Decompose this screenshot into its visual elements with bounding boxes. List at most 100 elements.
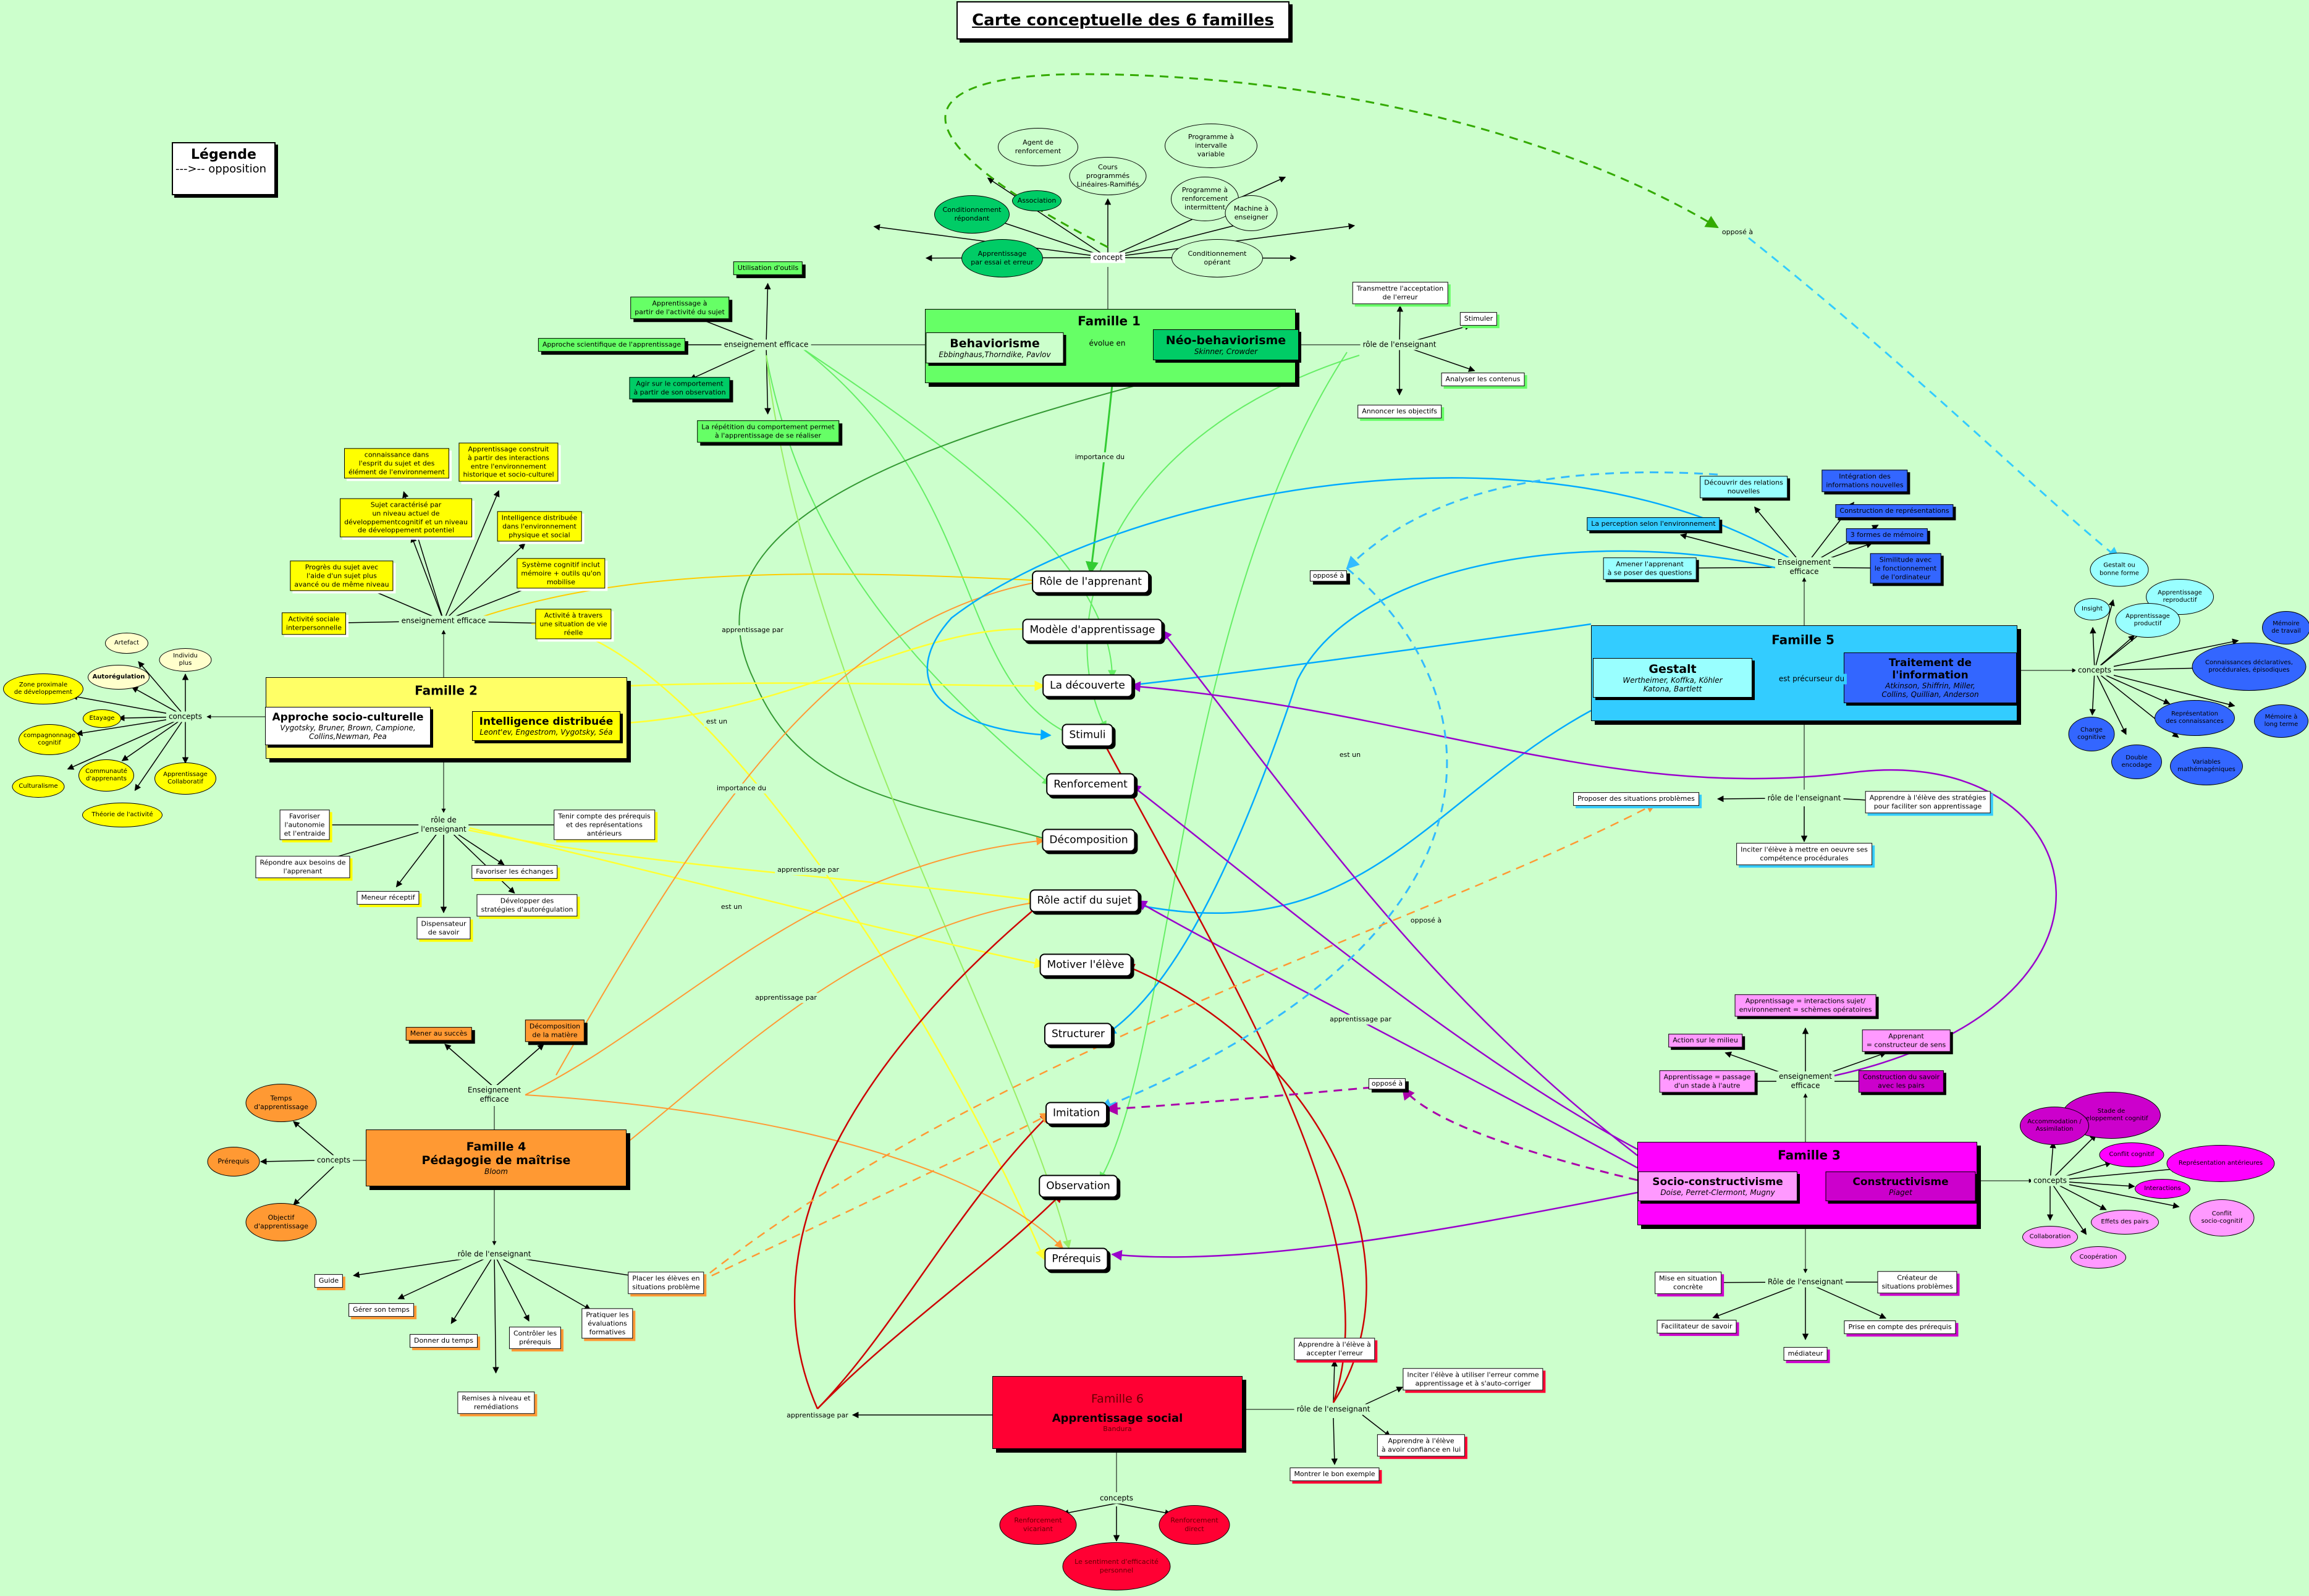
approche-socio-culturelle-title: Approche socio-culturelle [272, 711, 424, 724]
famille3-concept-link-0 [2049, 1134, 2096, 1181]
label-oppose-3: opposé à [1368, 1078, 1406, 1089]
famille4-concept-link-1 [260, 1158, 319, 1165]
famille1-role-1: Stimuler [1459, 312, 1498, 326]
famille5-ens-0: Découvrir des relations nouvelles [1700, 476, 1788, 498]
famille6-role-link-1 [1362, 1387, 1403, 1406]
famille3-role-4: médiateur [1783, 1347, 1828, 1361]
central-node-structurer[interactable]: Structurer [1044, 1023, 1113, 1046]
famille5-concept-link-7 [2094, 670, 2235, 708]
famille2-concept-link-0 [138, 661, 186, 717]
label-est-precurseur-du: est précurseur du [1776, 673, 1847, 685]
famille5-concept-6: Représentation des connaissances [2155, 700, 2235, 736]
intelligence-distribuee-authors: Leont'ev, Engestrom, Vygotsky, Séa [479, 728, 613, 737]
central-node-observation[interactable]: Observation [1039, 1175, 1118, 1198]
label-oppose-2: opposé à [1309, 570, 1348, 581]
famille1-role-0: Transmettre l'acceptation de l'erreur [1352, 282, 1448, 304]
label-apprentissage-par-2: apprentissage par [775, 865, 842, 875]
famille4-concept-link-0 [293, 1121, 334, 1156]
famille2-ens-link-1 [443, 490, 500, 622]
label-est-un-3: est un [1336, 750, 1364, 760]
famille3-concept-1: Accommodation / Assimilation [2020, 1107, 2089, 1145]
famille5-concept-link-5 [2094, 664, 2211, 672]
famille2-ens-link-2 [410, 536, 444, 622]
central-node-modele[interactable]: Modèle d'apprentissage [1022, 619, 1163, 642]
famille1-ens-3: Agir sur le comportement à partir de son… [629, 377, 730, 399]
link-f1-stimuli [803, 348, 1073, 737]
famille6-concept-link-1 [1116, 1503, 1172, 1516]
link-oppose-f4-f5 [698, 802, 1657, 1283]
central-node-imitation[interactable]: Imitation [1045, 1102, 1107, 1125]
famille4-authors: Bloom [484, 1167, 508, 1176]
famille6-concept-0: Renforcement vicariant [999, 1505, 1077, 1545]
famille2-role-link-5 [443, 824, 515, 894]
link-f6-imitation [817, 1112, 1052, 1409]
link-f1-renforcement [766, 355, 1052, 785]
central-node-role-actif[interactable]: Rôle actif du sujet [1029, 889, 1139, 913]
famille3-concept-6: Effets des pairs [2091, 1210, 2159, 1235]
famille3-concept-link-5 [2049, 1180, 2180, 1209]
famille1-concept-3: Association [1012, 190, 1062, 211]
link-f2-role-actif [444, 824, 1039, 905]
famille3-concept-3: Représentation antérieures [2166, 1145, 2275, 1182]
famille5-concept-5: Connaissances déclaratives, procédurales… [2192, 643, 2307, 691]
famille3-concept-link-8 [2049, 1180, 2087, 1235]
famille4-concept-link-2 [293, 1166, 334, 1205]
central-node-stimuli[interactable]: Stimuli [1062, 724, 1113, 747]
famille4-role-0: Guide [314, 1274, 344, 1288]
label-apprentissage-par-3: apprentissage par [753, 993, 819, 1003]
link-f3-role-actif [1136, 900, 1638, 1169]
famille4-concepts-label: concepts [314, 1155, 353, 1166]
central-node-decouverte[interactable]: La découverte [1042, 674, 1133, 698]
famille1-ens-link-4 [764, 344, 771, 415]
link-f6-role-actif [793, 900, 1045, 1409]
famille5-concept-link-9 [2094, 670, 2127, 735]
famille6-title: Famille 6 [1091, 1392, 1144, 1406]
intelligence-distribuee-title: Intelligence distribuée [479, 716, 614, 728]
famille5-role-link-0 [1716, 795, 1774, 803]
famille2-concept-9: Théorie de l'activité [82, 803, 163, 827]
famille2-role-4: Meneur réceptif [357, 891, 420, 905]
famille3-concept-7: Collaboration [2022, 1226, 2078, 1248]
famille2-role-1: Tenir compte des prérequis et des représ… [554, 809, 655, 840]
famille2-title: Famille 2 [415, 683, 478, 698]
label-oppose-1: opposé à [1719, 227, 1756, 237]
famille3-role-0: Mise en situation concrète [1655, 1272, 1721, 1294]
famille3-ens-0: Apprentissage = interactions sujet/ envi… [1734, 994, 1876, 1016]
central-node-decomposition[interactable]: Décomposition [1042, 829, 1136, 852]
famille3-concept-0: Stade de développement cognitif [2062, 1092, 2161, 1139]
famille2-ens-label: enseignement efficace [399, 615, 489, 627]
famille5-concept-link-6 [2094, 670, 2171, 704]
link-oppose-f5-a [1346, 471, 1718, 570]
central-node-motiver[interactable]: Motiver l'élève [1039, 953, 1132, 977]
famille4-role-5: Contrôler les prérequis [509, 1327, 562, 1349]
neo-behaviorisme-title: Néo-behaviorisme [1165, 334, 1286, 347]
central-node-prerequis[interactable]: Prérequis [1044, 1248, 1108, 1271]
famille1-concept-7: Apprentissage par essai et erreur [961, 239, 1043, 277]
legend-item: --->-- opposition [175, 163, 267, 175]
link-f5-stimuli [926, 477, 1805, 740]
famille6-concept-1: Renforcement direct [1159, 1505, 1230, 1545]
famille3-ens-label: enseignement efficace [1776, 1071, 1834, 1091]
central-node-renforcement[interactable]: Renforcement [1046, 773, 1135, 796]
link-oppose-f1-f5 [1748, 237, 2121, 560]
famille2-role-3: Favoriser les échanges [471, 865, 558, 879]
famille3-concept-link-3 [2049, 1166, 2179, 1181]
famille3-ens-3: Apprentissage = passage d'un stade à l'a… [1659, 1070, 1755, 1092]
central-node-role-apprenant[interactable]: Rôle de l'apprenant [1032, 570, 1149, 594]
neo-behaviorisme-authors: Skinner, Crowder [1194, 347, 1258, 356]
socio-constructivisme-authors: Doise, Perret-Clermont, Mugny [1660, 1188, 1775, 1197]
link-f6-stimuli [1099, 734, 1346, 1403]
famille5-role-label: rôle de l'enseignant [1765, 793, 1844, 804]
link-f1-role-apprenant [1085, 384, 1113, 575]
famille1-concept-link-0 [987, 177, 1108, 258]
